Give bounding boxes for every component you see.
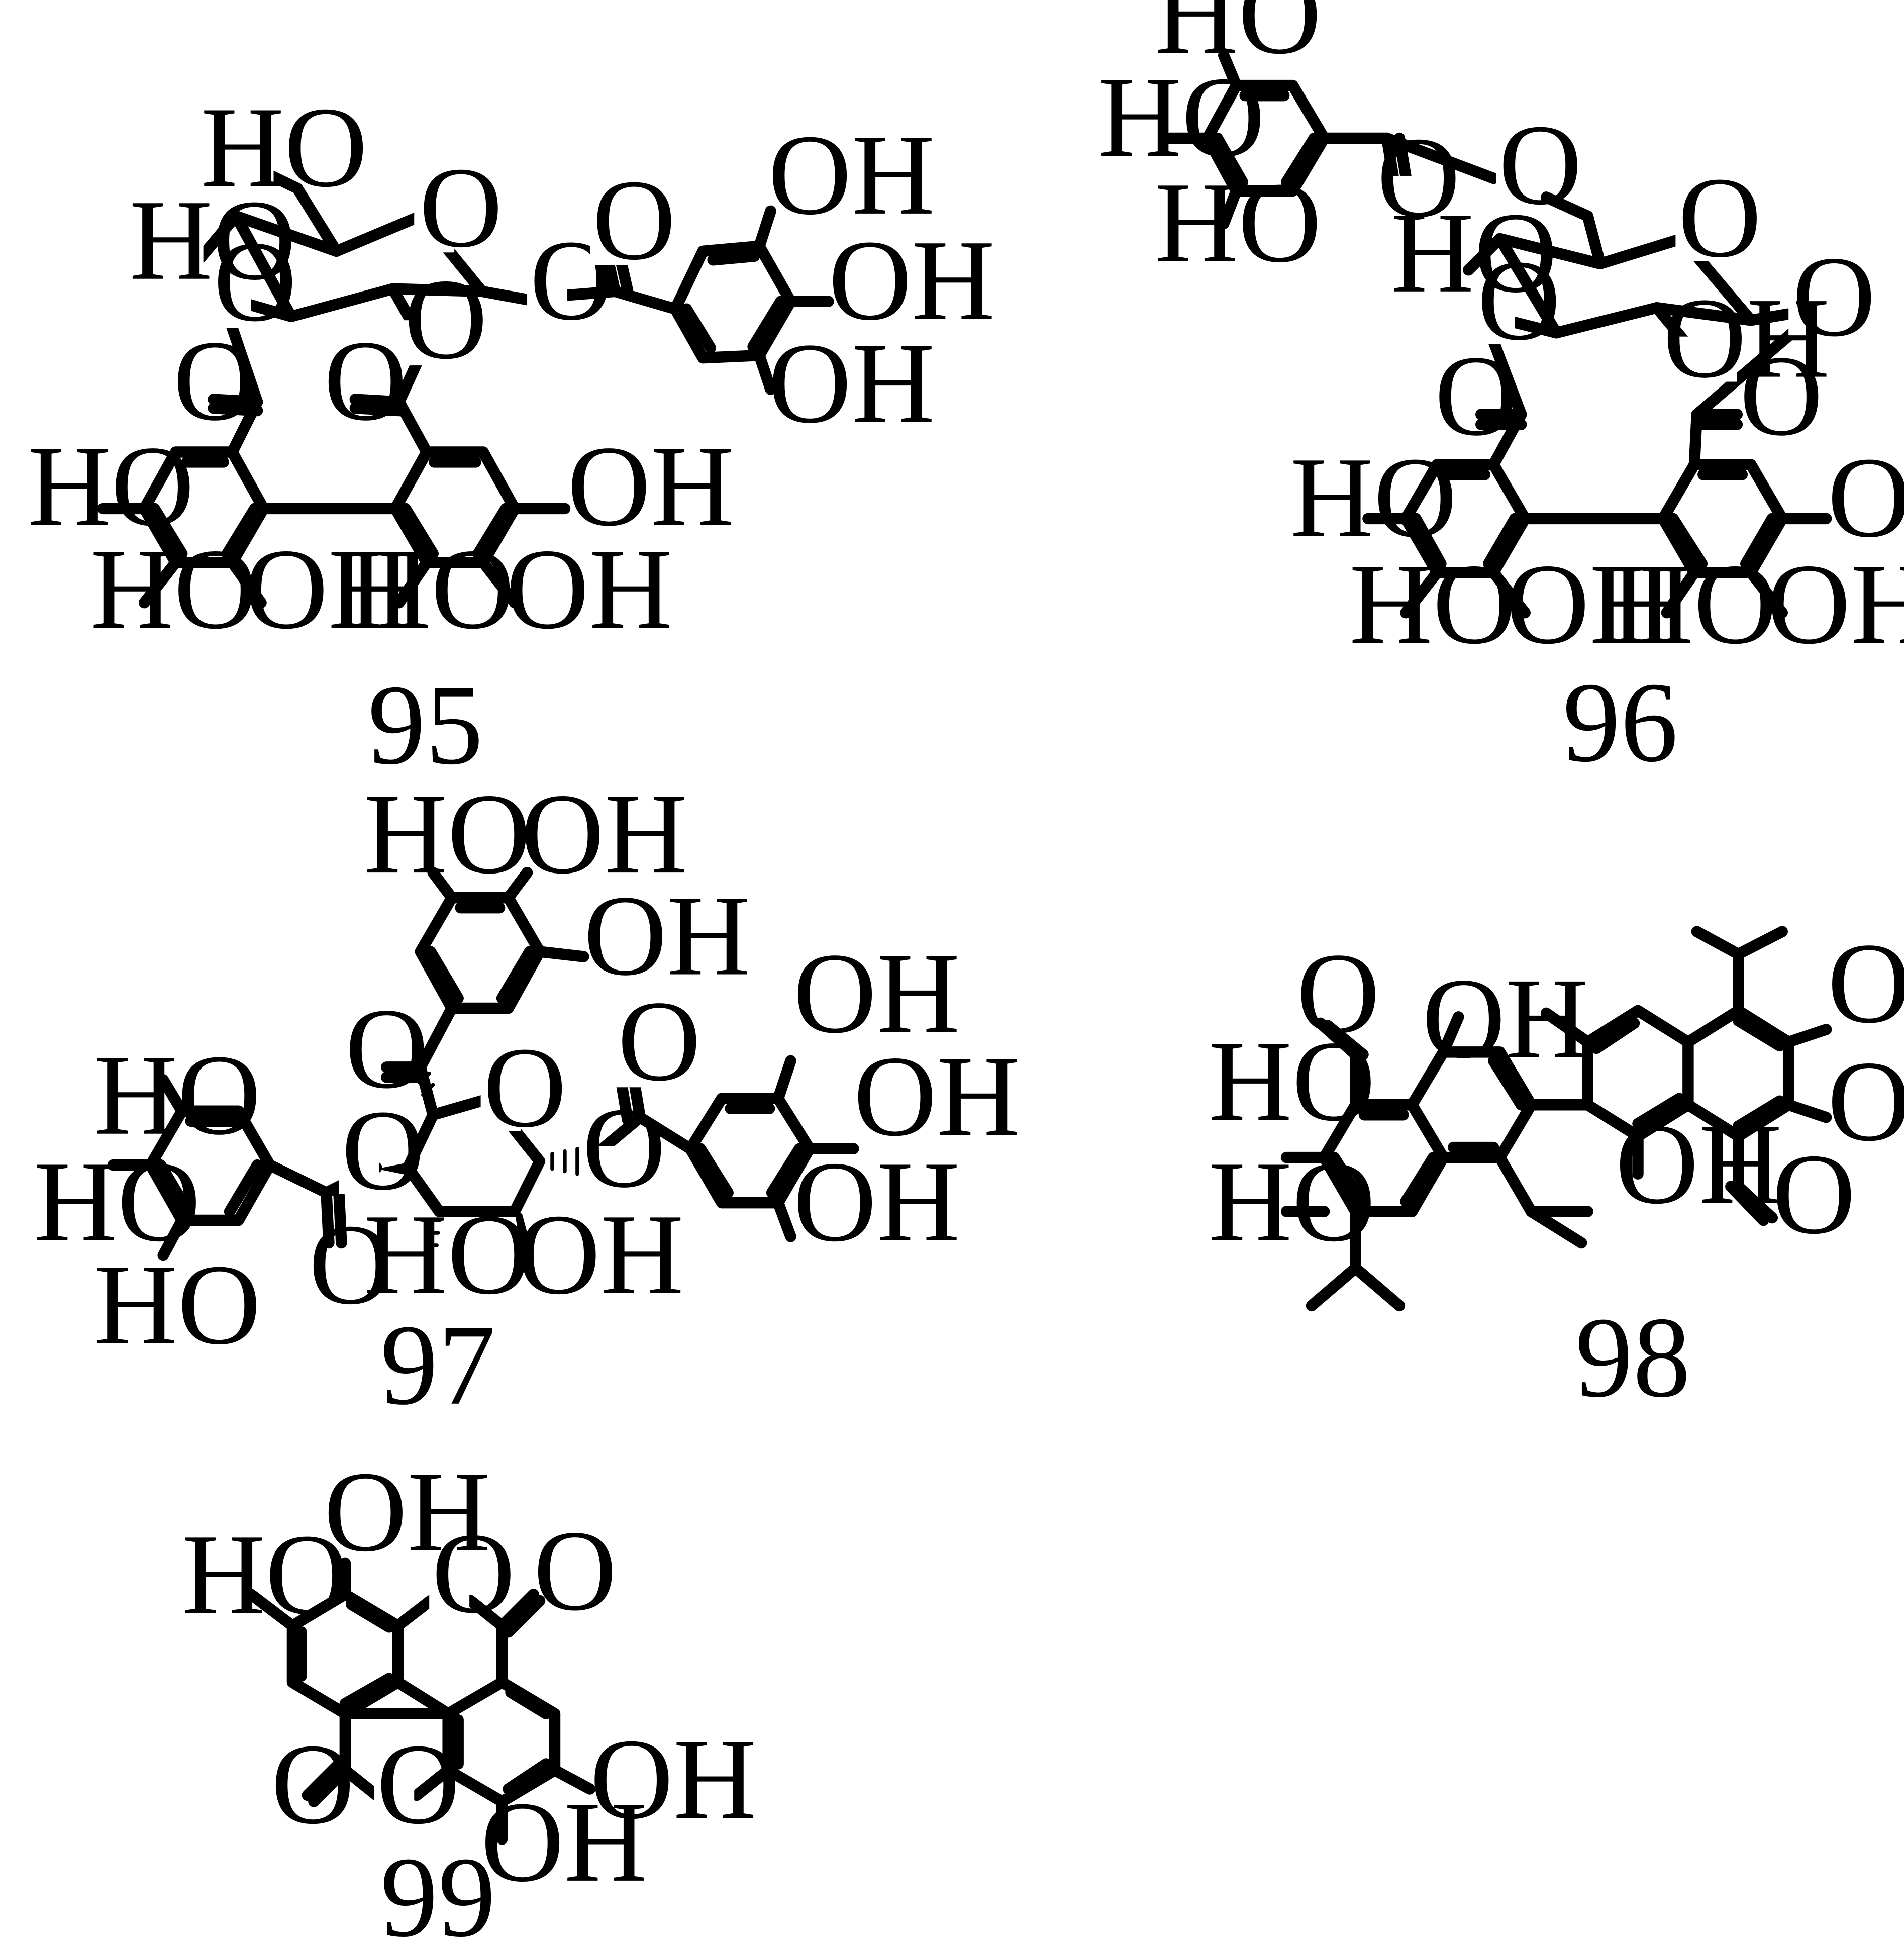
- compound-96-label: HO: [1611, 540, 1777, 668]
- compound-97-label: O: [582, 1084, 666, 1212]
- compound-96-caption: 96: [1563, 658, 1678, 786]
- compound-95-label: OH: [245, 525, 412, 653]
- compound-97-label: OH: [793, 1137, 960, 1266]
- compound-97-labels: HO OH OH O O OH OH OH O HO HO HO O O O H…: [34, 769, 1020, 1369]
- compound-96-label: HO: [1390, 188, 1557, 317]
- compound-97-label: O: [309, 1200, 392, 1328]
- compound-97-hashes: [415, 1061, 579, 1247]
- compound-97-label: OH: [583, 871, 750, 999]
- compound-95-bonds: [97, 165, 834, 609]
- compound-98-labels: O OH HO HO OH OH OH O: [1209, 919, 1904, 1266]
- compound-97-wedge: [515, 1209, 534, 1255]
- compound-96-label: OH: [1767, 540, 1904, 668]
- compound-95-label: OH: [768, 319, 935, 447]
- compound-96-label: HO: [1349, 540, 1516, 668]
- compound-99-label: HO: [182, 1510, 349, 1638]
- compound-96-label: HO: [1098, 53, 1265, 181]
- compound-99-label: O: [376, 1720, 460, 1848]
- compound-95-label: O: [173, 317, 257, 445]
- compound-97-label: O: [483, 1023, 567, 1151]
- compound-96-label: O: [1792, 232, 1876, 360]
- compound-95-caption: 95: [368, 660, 483, 789]
- compound-99-label: O: [534, 1506, 617, 1634]
- compound-97-label: OH: [517, 1190, 684, 1318]
- compound-99-label: O: [432, 1509, 515, 1637]
- compound-98-label: OH: [1422, 954, 1589, 1082]
- compound-96-label: OH: [1506, 540, 1673, 668]
- compound-95-label: O: [214, 217, 297, 345]
- compound-96-label: O: [1678, 153, 1761, 281]
- compound-98: O OH HO HO OH OH OH O 98: [1209, 919, 1904, 1421]
- compound-95-label: OH: [506, 525, 673, 653]
- compound-95-label: HO: [90, 525, 257, 653]
- compound-98-label: O: [1772, 1130, 1856, 1258]
- compound-95-label: HO: [201, 83, 368, 211]
- compound-97-label: O: [341, 1086, 425, 1214]
- compound-97-label: O: [618, 977, 701, 1105]
- compound-97-bonds: [107, 866, 859, 1261]
- compound-99-label: O: [271, 1720, 355, 1848]
- compound-96-bonds: [1164, 49, 1832, 619]
- compound-96-label: HO: [1290, 433, 1457, 561]
- compound-95-label: O: [404, 255, 487, 383]
- compound-97-wedge: [376, 1162, 408, 1176]
- compound-98-bonds: [1280, 926, 1832, 1312]
- compound-97-label: HO: [94, 1031, 261, 1159]
- compound-98-label: O: [1296, 929, 1380, 1057]
- compound-98-label: OH: [1616, 1100, 1782, 1228]
- compound-97-label: HO: [94, 1240, 261, 1369]
- compound-95-label: O: [592, 156, 676, 284]
- compound-99-label: OH: [590, 1715, 757, 1843]
- compound-98-label: OH: [1828, 919, 1904, 1047]
- compound-95-label: OH: [768, 111, 935, 239]
- compound-99-caption: 99: [380, 1833, 496, 1941]
- compound-96-label: O: [1740, 331, 1823, 459]
- compound-96-label: OH: [1663, 274, 1830, 402]
- compound-95-label: O: [324, 317, 407, 445]
- compound-96-label: O: [1498, 101, 1582, 229]
- compound-98-label: OH: [1828, 1037, 1904, 1165]
- compound-99-labels: OH HO O O O O OH OH: [182, 1447, 757, 1906]
- compound-95-label: HO: [348, 525, 515, 653]
- compound-96-label: HO: [1155, 158, 1322, 286]
- compound-97-label: OH: [793, 929, 960, 1057]
- compound-97-label: HO: [364, 1190, 531, 1318]
- compound-97-label: O: [345, 984, 429, 1112]
- compound-96-label: O: [1435, 331, 1518, 459]
- compound-99-label: OH: [481, 1778, 648, 1906]
- compound-97-label: OH: [853, 1032, 1020, 1160]
- compound-96-label: O: [1477, 236, 1561, 364]
- compound-95: HO O HO O O O O OH OH OH O O HO OH HO OH…: [28, 83, 995, 789]
- compound-96-label: HO: [1155, 0, 1322, 78]
- compound-95-label: HO: [28, 422, 194, 550]
- compound-99-bonds: [245, 1557, 596, 1845]
- compound-95-labels: HO O HO O O O O OH OH OH O O HO OH HO OH…: [28, 83, 995, 653]
- compound-96-label: OH: [1828, 433, 1904, 561]
- compound-97-caption: 97: [380, 1301, 496, 1429]
- compound-95-label: OH: [567, 422, 734, 550]
- compound-97-label: OH: [521, 769, 688, 898]
- compound-99-label: OH: [324, 1447, 490, 1576]
- compound-96-label: O: [1377, 113, 1460, 241]
- compound-98-label: HO: [1209, 1017, 1375, 1145]
- compound-95-label: O: [419, 143, 503, 271]
- compound-97-label: HO: [364, 769, 531, 898]
- compound-98-label: HO: [1209, 1137, 1375, 1266]
- compound-96: HO HO HO O O HO O O O OH O O HO OH HO OH…: [1098, 0, 1904, 786]
- compound-96-labels: HO HO HO O O HO O O O OH O O HO OH HO OH…: [1098, 0, 1904, 668]
- compound-99: OH HO O O O O OH OH 99: [182, 1447, 757, 1941]
- compound-97-label: HO: [34, 1137, 201, 1266]
- compound-95-label: OH: [828, 216, 995, 344]
- compound-97: HO OH OH O O OH OH OH O HO HO HO O O O H…: [34, 769, 1020, 1429]
- compound-98-caption: 98: [1575, 1293, 1691, 1421]
